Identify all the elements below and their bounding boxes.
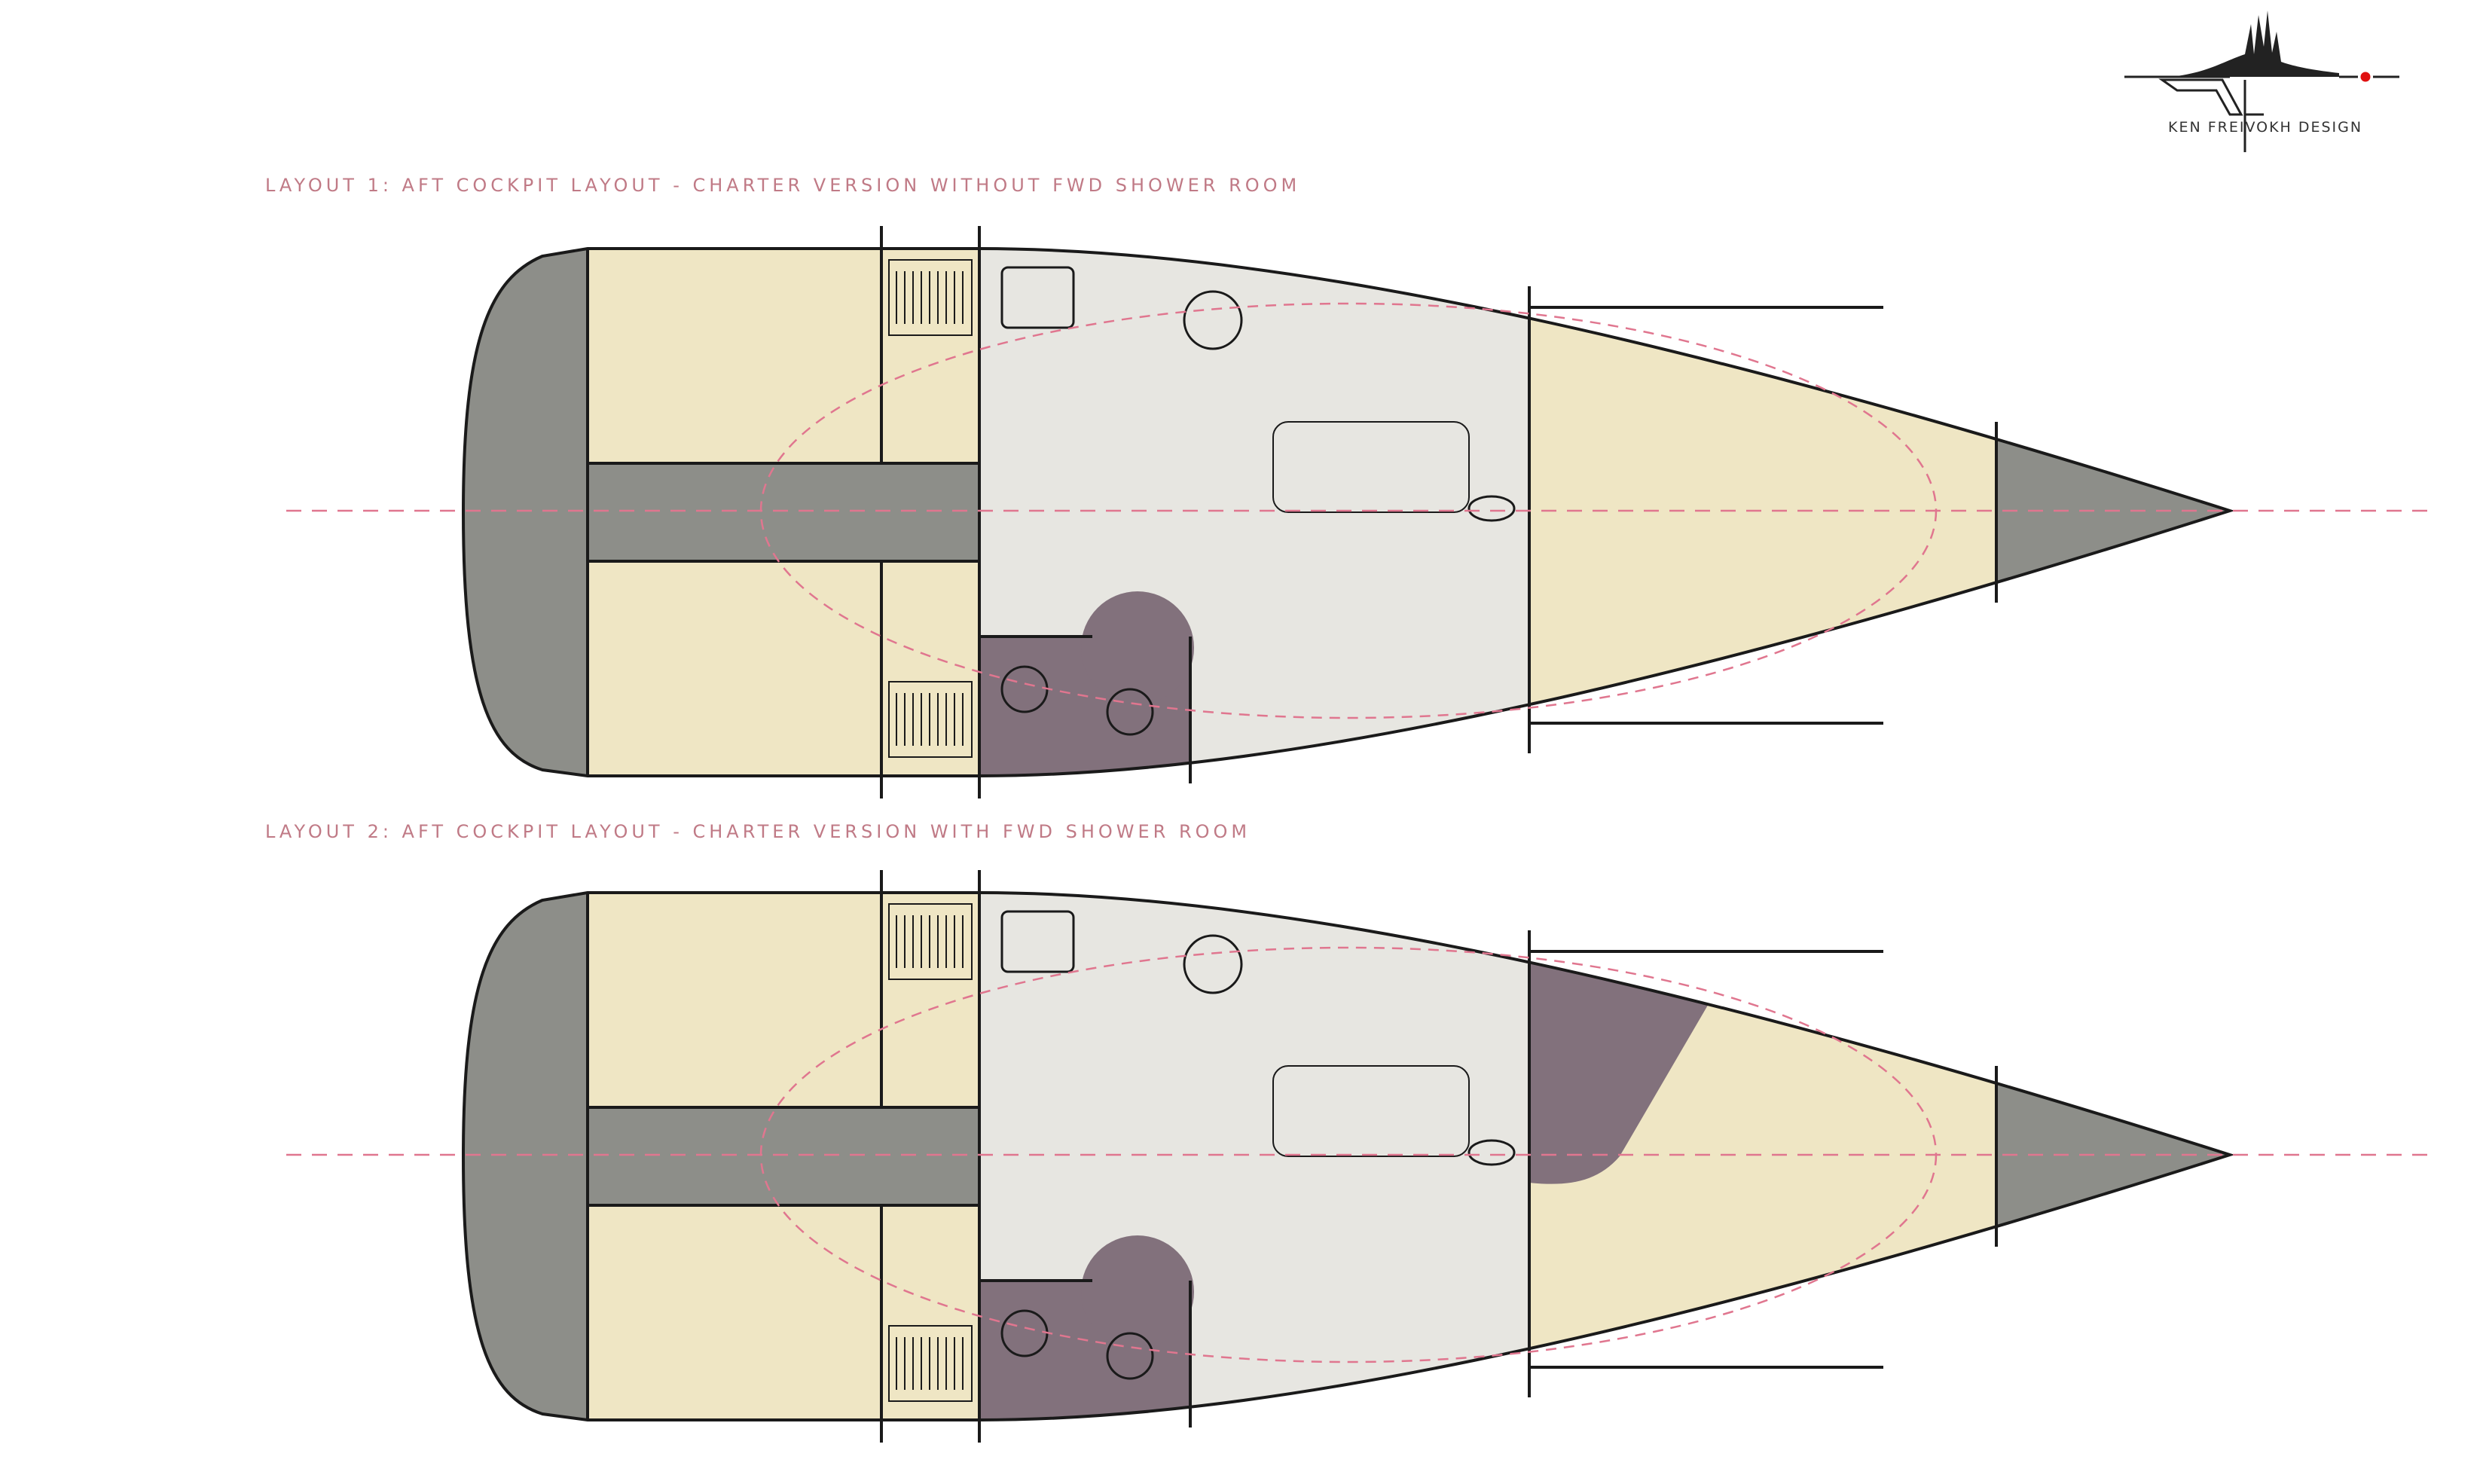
toilet-icon	[1000, 665, 1049, 713]
locker-grille	[888, 1325, 973, 1402]
saloon-area	[463, 893, 2230, 1420]
stove-icon	[1183, 290, 1243, 350]
cockpit-spine	[588, 1107, 979, 1205]
forward-cabin	[1529, 893, 1996, 1420]
plan-rooms	[463, 893, 2230, 1420]
bow-structure	[1996, 249, 2230, 776]
aft-cabins	[588, 893, 979, 1420]
transom-structure	[463, 249, 588, 776]
deck-plan-layout-1	[286, 226, 2433, 798]
forward-cabin	[1529, 249, 1996, 776]
stove-icon	[1183, 934, 1243, 994]
brand-name: Ken Freivokh Design	[2168, 119, 2363, 136]
sink-icon	[1106, 1332, 1154, 1380]
saloon-table	[1272, 421, 1470, 513]
forward-shower-room	[1529, 942, 1725, 1184]
mast-step-icon	[1467, 1139, 1516, 1166]
locker-grille	[888, 903, 973, 980]
saloon-table	[1272, 1065, 1470, 1157]
deck-plan-layout-2	[286, 870, 2433, 1443]
aft-cabins	[588, 249, 979, 776]
brand-dot-icon	[2360, 72, 2371, 82]
layout-2-caption: Layout 2: Aft cockpit layout - Charter v…	[265, 821, 1251, 842]
hull-outline	[461, 891, 2235, 1421]
galley-sink-icon	[1000, 266, 1075, 329]
hull-outline	[461, 247, 2235, 777]
layout-1-caption: Layout 1: Aft cockpit layout - Charter v…	[265, 175, 1301, 196]
cockpit-spine	[588, 463, 979, 561]
locker-grille	[888, 259, 973, 336]
locker-grille	[888, 681, 973, 758]
galley-sink-icon	[1000, 910, 1075, 973]
saloon-area	[463, 249, 2230, 776]
toilet-icon	[1000, 1309, 1049, 1357]
aft-head-room	[979, 1281, 1190, 1420]
deck-outline-dashed	[759, 302, 1938, 719]
deck-outline-dashed	[759, 946, 1938, 1363]
aft-shower-tray	[1081, 591, 1194, 704]
sink-icon	[1106, 688, 1154, 736]
aft-shower-tray	[1081, 1235, 1194, 1348]
mast-step-icon	[1467, 495, 1516, 522]
transom-structure	[463, 893, 588, 1420]
aft-head-room	[979, 637, 1190, 776]
brand-logo	[2124, 11, 2399, 152]
bow-structure	[1996, 893, 2230, 1420]
plan-rooms	[463, 249, 2230, 776]
